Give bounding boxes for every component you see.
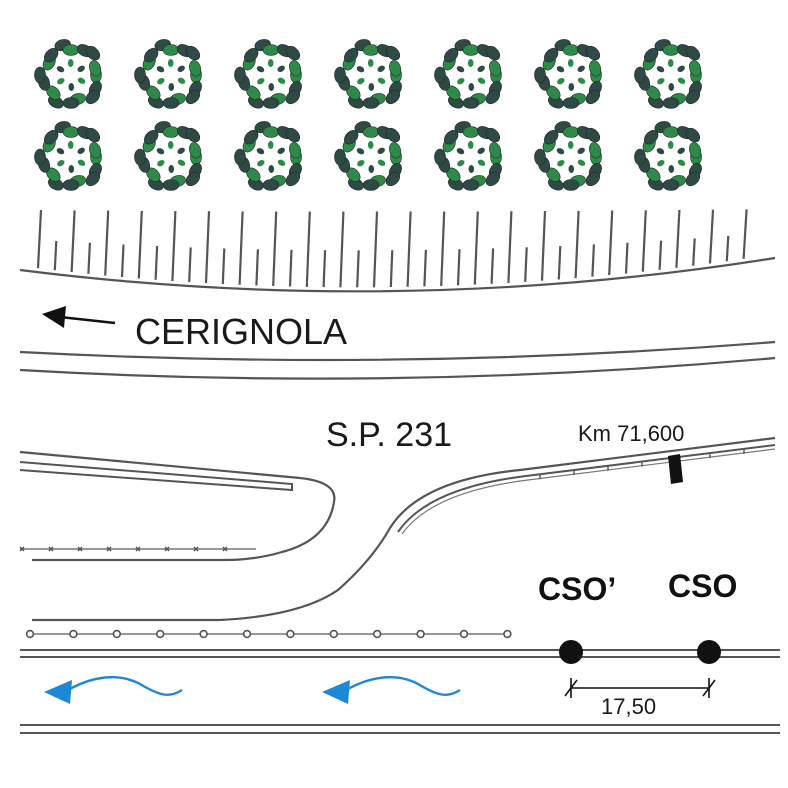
hatch-stroke [288, 249, 293, 287]
fence-post-dot [286, 629, 295, 639]
island-inner [19, 461, 293, 492]
distance-label: 17,50 [601, 694, 656, 719]
hatch-stroke [540, 211, 547, 281]
fence-marks [19, 546, 228, 552]
water-flow-arrow-icon [44, 676, 183, 704]
hatch-stroke [473, 211, 479, 285]
hatch-stroke [490, 248, 495, 284]
hatch-stroke [423, 249, 427, 287]
embankment-hatching [36, 209, 748, 288]
km-marker-post [668, 454, 683, 484]
hatch-stroke [641, 210, 647, 272]
tree-crown-icon [634, 121, 702, 191]
branch-road-outer [32, 436, 776, 622]
hatch-stroke [204, 211, 211, 284]
tree-crown-icon [334, 121, 402, 191]
hatch-stroke [188, 247, 192, 283]
fence-post-dot [69, 629, 78, 639]
fence-post-dot [416, 629, 425, 639]
station-b-dot [697, 640, 721, 664]
hatch-stroke [624, 242, 629, 274]
tree-crown-icon [134, 121, 202, 191]
fence-post-dot [112, 629, 122, 639]
hatch-stroke [221, 248, 226, 285]
hatch-stroke [137, 210, 143, 279]
hatch-stroke [53, 240, 58, 271]
fence-post-dot [503, 629, 512, 639]
hatch-stroke [322, 250, 327, 288]
tree-crown-icon [534, 121, 602, 191]
fence-post-dot [329, 629, 338, 639]
dimension-line [564, 678, 716, 698]
hatch-stroke [742, 209, 748, 259]
tree-crown-icon [34, 39, 102, 109]
hatch-stroke [120, 244, 125, 278]
road-label: S.P. 231 [326, 416, 452, 454]
hatch-stroke [87, 242, 91, 274]
hatch-stroke [692, 238, 696, 266]
hatch-stroke [507, 211, 513, 283]
tree-crown-icon [234, 39, 302, 109]
hatch-stroke [356, 250, 360, 288]
hatch-stroke [708, 209, 715, 264]
island-outline [19, 450, 336, 562]
tree-crown-icon [434, 121, 502, 191]
fence-post-dot [25, 629, 35, 639]
hatch-stroke [238, 211, 244, 285]
tree-crown-icon [234, 121, 302, 191]
hatch-stroke [440, 211, 446, 286]
hatch-stroke [70, 210, 76, 273]
water-flow-arrow-icon [322, 676, 461, 704]
road-edge-lower-2 [19, 356, 776, 380]
hatch-stroke [557, 245, 562, 280]
fence-post-dot [156, 629, 165, 639]
hatch-stroke [675, 209, 681, 268]
guardrail [397, 444, 776, 533]
hatch-stroke [255, 249, 259, 286]
fence-post-dot [199, 629, 208, 639]
hatch-stroke [406, 211, 412, 287]
hatch-stroke [154, 246, 159, 280]
fence-posts [25, 629, 512, 639]
tree-crown-icon [34, 121, 102, 191]
guardrail-inner [401, 448, 776, 535]
fence-post-dot [242, 629, 252, 639]
hatch-stroke [658, 240, 663, 270]
tree-crown-icon [134, 39, 202, 109]
hatch-stroke [456, 249, 461, 286]
hatch-stroke [389, 250, 394, 288]
road-edge-upper [19, 256, 776, 293]
hatch-stroke [171, 211, 177, 282]
hatch-stroke [372, 211, 379, 288]
hatch-stroke [524, 247, 528, 282]
hatch-stroke [725, 235, 730, 262]
hatch-stroke [272, 211, 278, 287]
station-a-label: CSO’ [538, 571, 616, 607]
road-edge-lower-1 [19, 340, 776, 362]
hatch-stroke [591, 244, 595, 277]
hatch-stroke [574, 210, 580, 279]
direction-label: CERIGNOLA [135, 311, 347, 352]
hatch-stroke [305, 211, 311, 287]
tree-crown-icon [434, 39, 502, 109]
hatch-stroke [104, 210, 110, 276]
tree-crown-icon [334, 39, 402, 109]
km-marker-label: Km 71,600 [578, 421, 684, 446]
hatch-stroke [608, 210, 614, 276]
hatch-stroke [339, 211, 345, 288]
tree-crown-icon [634, 39, 702, 109]
tree-rows [34, 39, 702, 191]
fence-post-dot [373, 629, 382, 639]
station-b-label: CSO [668, 568, 737, 604]
arrow-left-icon [42, 306, 116, 328]
station-a-dot [559, 640, 583, 664]
hatch-stroke [36, 210, 43, 269]
fence-post-dot [459, 629, 469, 639]
tree-crown-icon [534, 39, 602, 109]
